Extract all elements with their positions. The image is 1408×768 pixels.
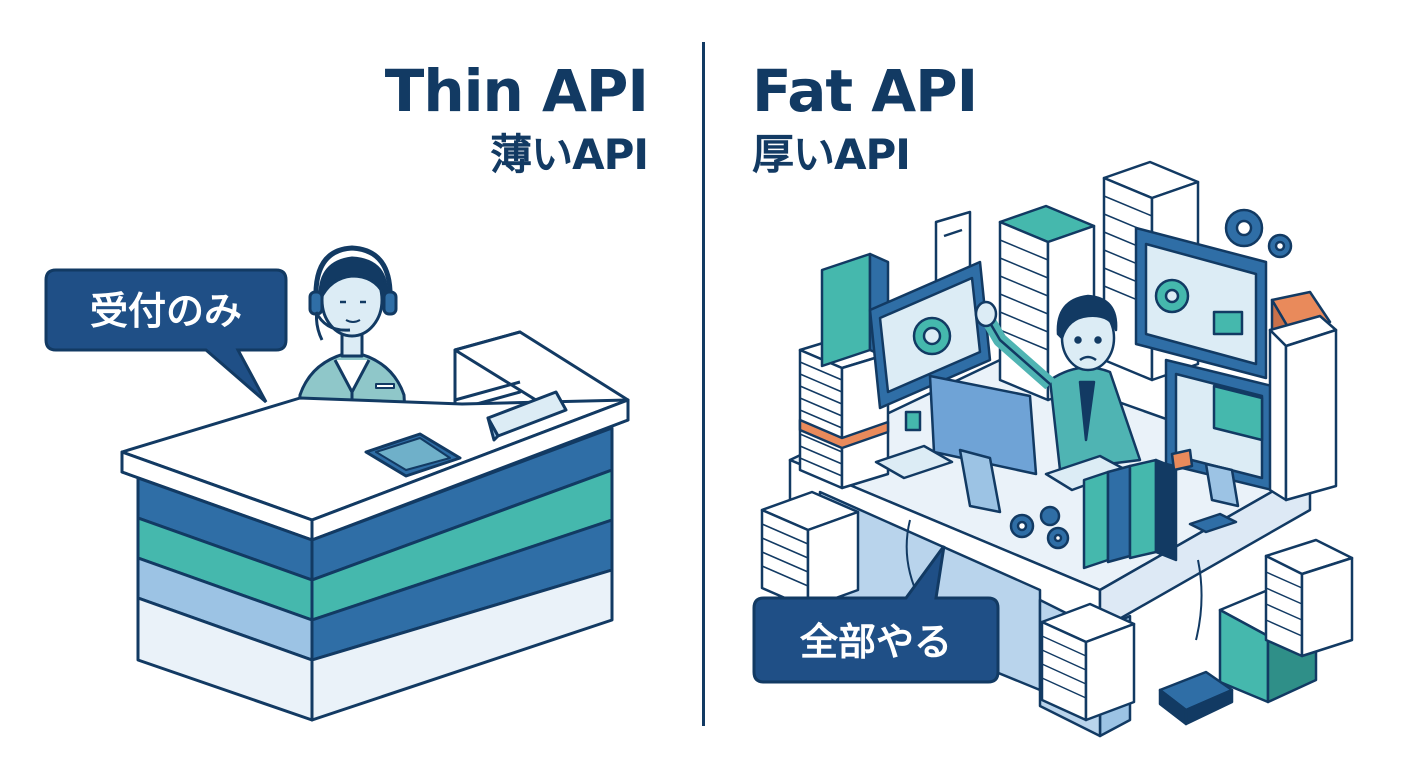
mug [904, 410, 922, 432]
fat-api-title-ja: 厚いAPI [752, 130, 911, 179]
paper-stack-left [798, 334, 890, 490]
worker-figure [974, 294, 1142, 472]
paper-stack-bottom-left [760, 490, 860, 610]
fat-api-title-en: Fat API [752, 57, 978, 125]
monitor-left [868, 260, 992, 410]
phone [1188, 512, 1238, 534]
gear-icon-cluster [1224, 208, 1293, 259]
binders-desk [1082, 458, 1178, 570]
desk-gear-icons [1009, 505, 1070, 550]
sticky-note [1170, 448, 1194, 472]
paper-stack-bottom-center [1040, 602, 1136, 722]
monitor-right-top [1134, 226, 1268, 380]
fat-api-title: Fat API 厚いAPI [752, 57, 978, 179]
keyboard [874, 444, 954, 480]
paper-stack-bottom-right [1264, 538, 1354, 658]
office-scene [760, 160, 1354, 738]
reception-scene [120, 245, 630, 722]
fat-api-bubble-text: 全部やる [799, 620, 952, 664]
binder-teal-back [820, 252, 872, 368]
thin-api-speech-bubble: 受付のみ [44, 268, 288, 404]
thin-api-bubble-text: 受付のみ [90, 289, 242, 333]
fat-api-speech-bubble: 全部やる [752, 545, 1000, 684]
paper-stack-right [1268, 314, 1338, 502]
center-divider [702, 42, 705, 726]
thin-api-title-en: Thin API [384, 57, 649, 125]
thin-api-title-ja: 薄いAPI [490, 130, 649, 179]
stapler [1158, 670, 1234, 726]
thin-api-title: Thin API 薄いAPI [384, 57, 649, 179]
monitor-center [928, 374, 1038, 514]
